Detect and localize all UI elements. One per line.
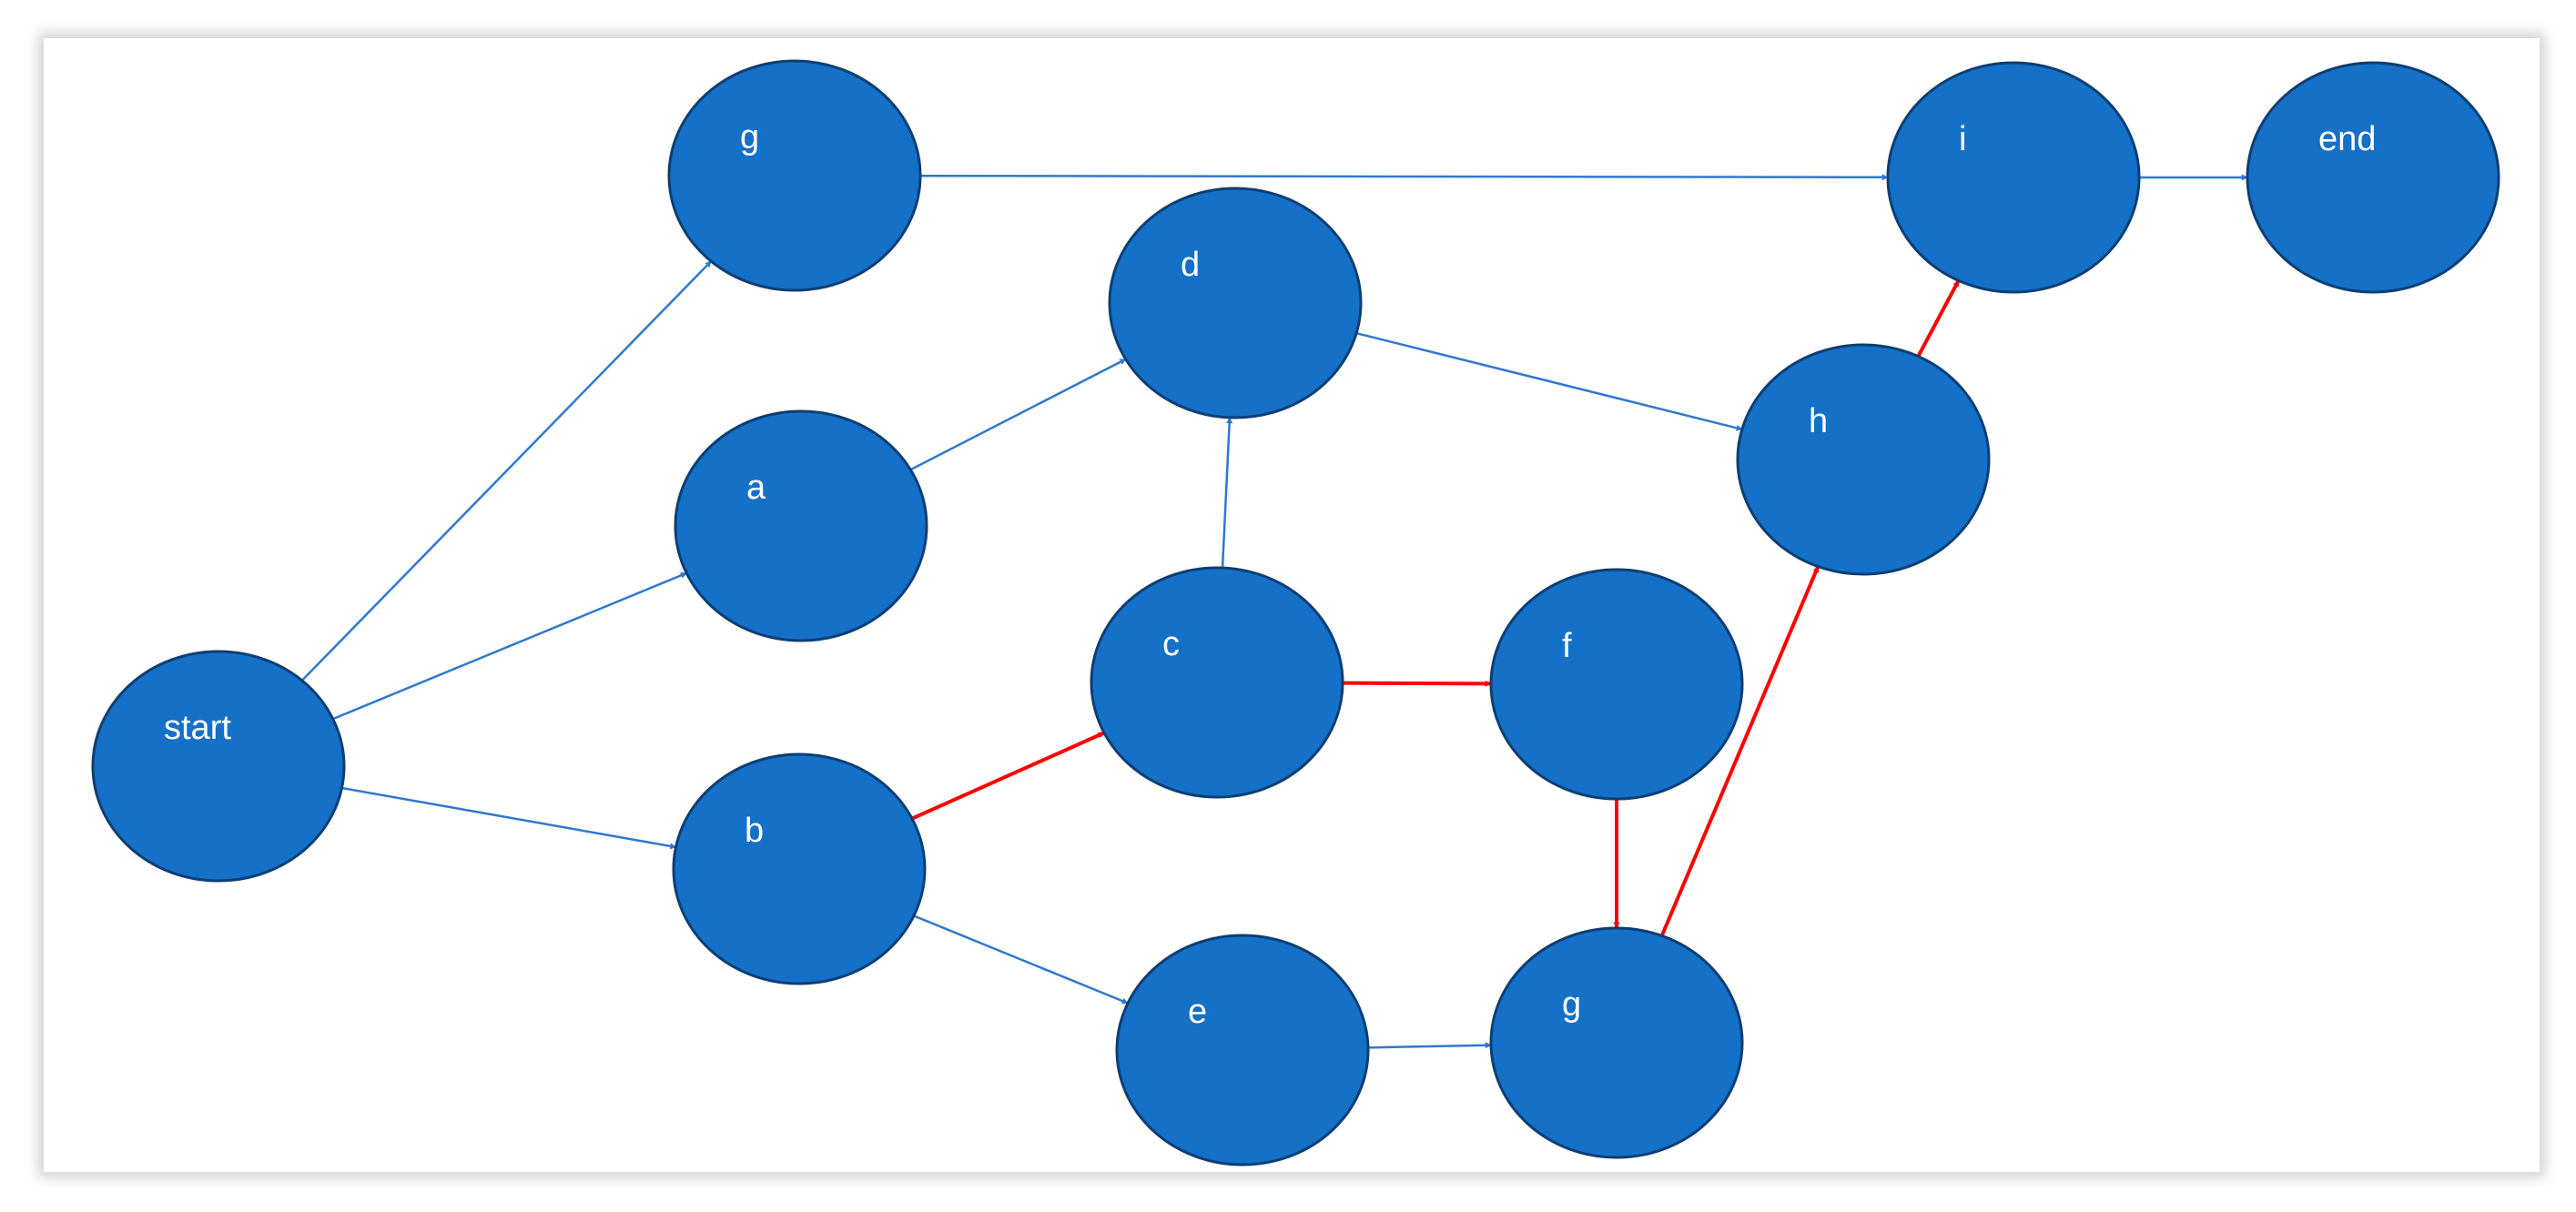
node-b-shape (672, 752, 927, 985)
node-g_top-shape (667, 59, 922, 292)
node-e-shape (1115, 934, 1370, 1167)
node-start-shape (91, 650, 346, 883)
edge-b-to-e (913, 914, 1129, 1005)
edge-a-to-d (909, 358, 1127, 471)
node-h: h (1736, 343, 1991, 576)
edge-c-to-f (1342, 680, 1492, 687)
edge-g_bottom-to-h (1659, 565, 1820, 937)
node-c-label: c (1162, 625, 1180, 663)
node-h-shape (1736, 343, 1991, 576)
edge-start-to-g_top (300, 260, 713, 682)
node-end-label: end (2318, 120, 2376, 158)
edge-c-to-d (1221, 417, 1233, 569)
node-start-label: start (164, 709, 231, 747)
node-g_top: g (667, 59, 922, 292)
edge-h-to-i (1916, 279, 1961, 358)
node-i: i (1886, 61, 2141, 294)
node-b-label: b (745, 812, 764, 850)
node-g_bottom: g (1489, 926, 1744, 1159)
node-a: a (674, 409, 928, 642)
node-d-shape (1108, 187, 1363, 419)
node-e-label: e (1188, 993, 1207, 1031)
node-start: start (91, 650, 346, 883)
node-f: f (1489, 568, 1744, 801)
node-b: b (672, 752, 927, 985)
edge-e-to-g_bottom (1367, 1042, 1492, 1049)
edge-start-to-b (341, 786, 677, 850)
edge-d-to-h (1355, 331, 1743, 431)
node-g_bottom-label: g (1562, 985, 1581, 1024)
edge-start-to-a (332, 571, 687, 721)
node-i-label: i (1959, 120, 1966, 158)
node-g_bottom-shape (1489, 926, 1744, 1159)
node-c-shape (1090, 566, 1344, 799)
nodes-layer: start g a b d c e f g h i end (91, 59, 2500, 1167)
node-end: end (2246, 61, 2500, 294)
node-d-label: d (1181, 246, 1200, 284)
node-g_top-label: g (740, 118, 759, 157)
edge-b-to-c (911, 731, 1105, 821)
node-d: d (1108, 187, 1363, 419)
edges-layer (300, 174, 2248, 1049)
node-i-shape (1886, 61, 2141, 294)
node-c: c (1090, 566, 1344, 799)
node-f-label: f (1562, 627, 1572, 665)
node-e: e (1115, 934, 1370, 1167)
node-h-label: h (1809, 402, 1828, 440)
node-f-shape (1489, 568, 1744, 801)
node-end-shape (2246, 61, 2500, 294)
node-a-shape (674, 409, 928, 642)
node-a-label: a (746, 469, 766, 507)
edge-g_top-to-i (919, 174, 1889, 181)
